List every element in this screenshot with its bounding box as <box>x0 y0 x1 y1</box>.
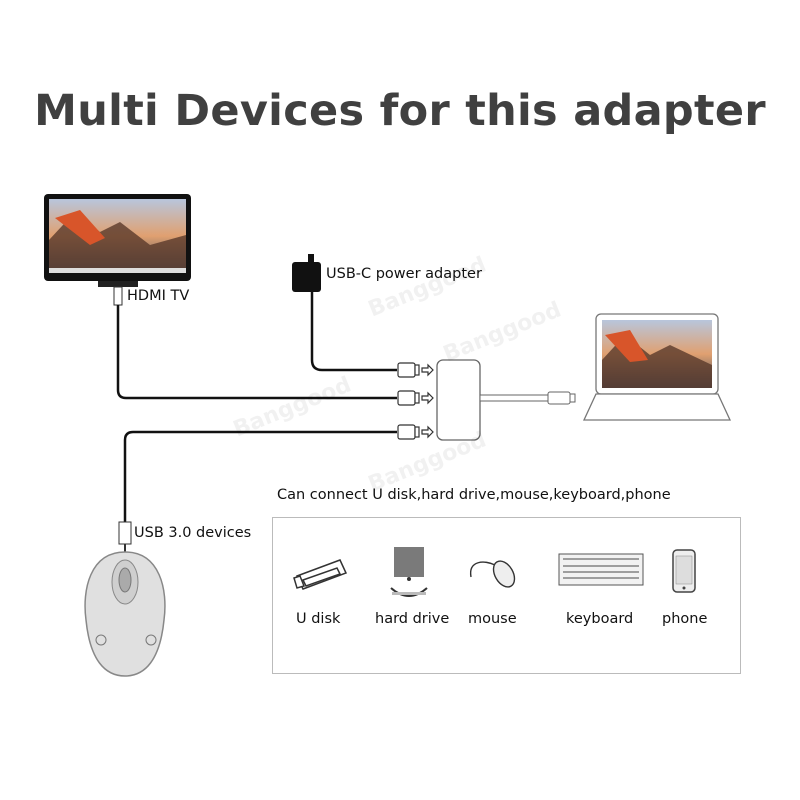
usb-drive-icon <box>293 559 348 590</box>
page-title: Multi Devices for this adapter <box>34 86 766 136</box>
keyboard-icon <box>558 553 644 586</box>
hub-connectors <box>397 362 434 440</box>
compatible-devices-box <box>272 517 741 674</box>
hard-drive-icon <box>390 547 428 597</box>
power-cable <box>310 292 397 372</box>
hdmi-tv-icon <box>44 194 191 306</box>
device-label-phone: phone <box>662 611 708 627</box>
mouse-icon <box>470 560 516 588</box>
can-connect-label: Can connect U disk,hard drive,mouse,keyb… <box>277 487 671 503</box>
laptop-icon <box>582 313 732 421</box>
usb-mouse-icon <box>84 521 166 677</box>
cables <box>116 292 397 522</box>
usb-devices-label: USB 3.0 devices <box>134 525 252 541</box>
usb-cable <box>123 430 397 522</box>
hdmi-cable <box>116 305 397 400</box>
device-label-u-disk: U disk <box>296 611 341 627</box>
power-adapter-icon <box>292 254 321 292</box>
device-label-keyboard: keyboard <box>566 611 634 627</box>
phone-icon <box>672 549 696 593</box>
hdmi-tv-label: HDMI TV <box>127 288 190 304</box>
device-label-hard-drive: hard drive <box>375 611 450 627</box>
power-adapter-label: USB-C power adapter <box>326 266 482 282</box>
usb-c-hub-icon <box>436 359 576 441</box>
device-label-mouse: mouse <box>468 611 517 627</box>
